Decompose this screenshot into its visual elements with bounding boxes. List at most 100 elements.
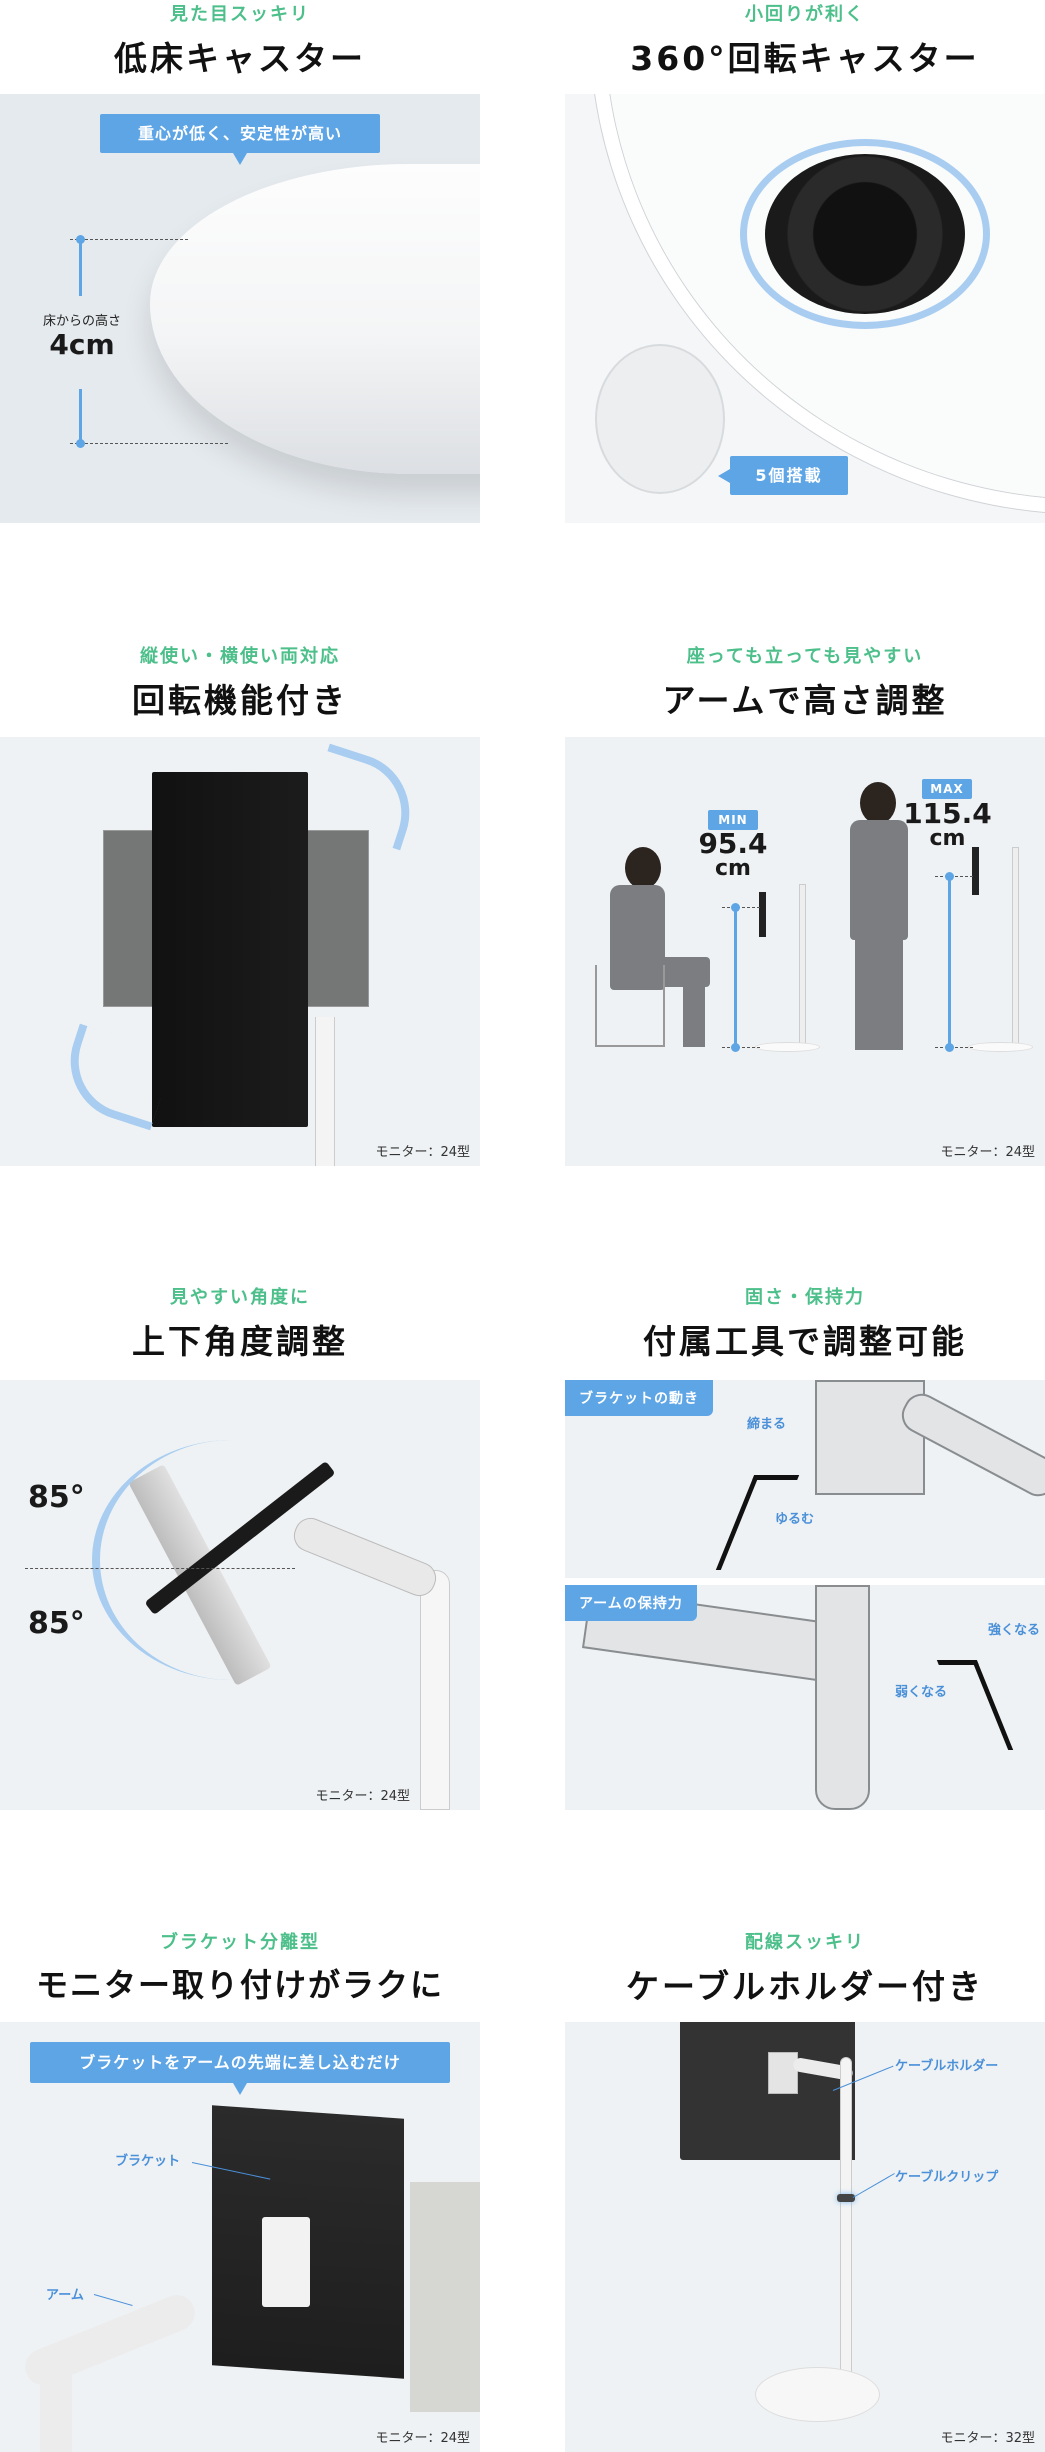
measure-label: 床からの高さ — [42, 314, 121, 329]
monitor-size-note: モニター：24型 — [375, 1145, 470, 1160]
dimension-bottom-guide — [70, 443, 228, 444]
feature-image: ブラケットをアームの先端に差し込むだけ ブラケット アーム モニター：24型 — [0, 2022, 480, 2452]
section-title: 付属工具で調整可能 — [643, 1322, 967, 1361]
max-guide-top — [935, 876, 973, 877]
section-subtitle: 見た目スッキリ — [170, 4, 310, 25]
measure-value: 4cm — [49, 328, 115, 361]
max-height-value: 115.4 — [903, 797, 992, 830]
section-subtitle: 固さ・保持力 — [745, 1287, 865, 1308]
feature-low-caster: 見た目スッキリ 低床キャスター 重心が低く、安定性が高い 床からの高さ 4cm — [0, 0, 480, 530]
arm-holding-panel: アームの保持力 強くなる 弱くなる — [565, 1585, 1045, 1810]
feature-tool-adjust: 固さ・保持力 付属工具で調整可能 ブラケットの動き 締まる ゆるむ アームの保持… — [565, 1283, 1045, 1813]
max-dot-top — [945, 872, 954, 881]
caster-base-illustration — [150, 164, 480, 474]
pole-illustration — [420, 1570, 450, 1810]
stand-min-illustration — [755, 884, 830, 1054]
pole-illustration — [40, 2352, 72, 2452]
caster-wheel-illustration — [765, 154, 965, 314]
min-badge: MIN — [708, 810, 758, 830]
min-dot-top — [731, 903, 740, 912]
max-badge: MAX — [922, 779, 972, 799]
dimension-top-guide — [70, 239, 188, 240]
feature-360-caster: 小回りが利く 360°回転キャスター 5個搭載 — [565, 0, 1045, 530]
max-guide-bottom — [935, 1047, 973, 1048]
section-subtitle: 座っても立っても見やすい — [686, 646, 924, 667]
monitor-portrait-illustration — [152, 772, 308, 1127]
pole-illustration — [815, 1585, 870, 1810]
feature-image: MIN 95.4 cm MAX 115.4 cm モニター：24型 — [565, 737, 1045, 1166]
tighten-label: 締まる — [747, 1417, 787, 1432]
stand-base-illustration — [755, 2367, 880, 2422]
feature-image: 重心が低く、安定性が高い 床からの高さ 4cm — [0, 94, 480, 523]
section-subtitle: 縦使い・横使い両対応 — [140, 646, 340, 667]
monitor-size-note: モニター：24型 — [940, 1145, 1035, 1160]
standing-person-illustration — [850, 782, 910, 1057]
weaker-label: 弱くなる — [895, 1685, 948, 1700]
min-dimension-line — [734, 907, 737, 1047]
dimension-line-bottom — [79, 389, 82, 443]
section-title: モニター取り付けがラクに — [35, 1966, 444, 2004]
monitor-size-note: モニター：24型 — [375, 2431, 470, 2446]
stronger-label: 強くなる — [988, 1623, 1041, 1638]
horizontal-reference-line — [25, 1568, 295, 1569]
min-guide-bottom — [722, 1047, 760, 1048]
section-title: ケーブルホルダー付き — [625, 1967, 985, 2006]
loosen-label: ゆるむ — [775, 1512, 815, 1527]
stand-max-illustration — [968, 847, 1043, 1054]
monitor-back-illustration — [680, 2022, 855, 2160]
min-guide-top — [722, 907, 760, 908]
section-subtitle: 小回りが利く — [745, 4, 865, 25]
callout-badge: ブラケットをアームの先端に差し込むだけ — [30, 2042, 450, 2095]
section-subtitle: 配線スッキリ — [745, 1932, 865, 1953]
hex-key-icon — [936, 1660, 1014, 1750]
bracket-plate-illustration — [815, 1380, 925, 1495]
pole-illustration — [315, 1017, 335, 1166]
section-title: 低床キャスター — [114, 39, 366, 78]
feature-image: モニター：24型 — [0, 737, 480, 1166]
tilt-down-angle: 85° — [28, 1606, 85, 1641]
seated-person-illustration — [595, 847, 715, 1052]
min-dot-bottom — [731, 1043, 740, 1052]
section-subtitle: 見やすい角度に — [170, 1287, 310, 1308]
arm-label: アーム — [46, 2288, 84, 2303]
max-dimension-line — [948, 876, 951, 1047]
section-title: 上下角度調整 — [132, 1322, 348, 1361]
pole-illustration — [840, 2057, 852, 2397]
base-underside-illustration — [595, 344, 725, 494]
arm-holding-tag: アームの保持力 — [565, 1585, 697, 1621]
bracket-plate-illustration — [262, 2217, 310, 2307]
monitor-size-note: モニター：32型 — [940, 2431, 1035, 2446]
tilt-arc-icon — [92, 1440, 232, 1680]
bracket-movement-tag: ブラケットの動き — [565, 1380, 713, 1416]
arm-leader-line — [93, 2294, 133, 2307]
dimension-line-top — [79, 239, 82, 296]
min-height-value: 95.4 — [698, 827, 768, 860]
feature-height-adjust: 座っても立っても見やすい アームで高さ調整 MIN 95. — [565, 642, 1045, 1172]
section-title: 360°回転キャスター — [630, 39, 980, 78]
bracket-movement-panel: ブラケットの動き 締まる ゆるむ — [565, 1380, 1045, 1578]
hand-sleeve-illustration — [410, 2182, 480, 2412]
feature-image: 5個搭載 — [565, 94, 1045, 523]
section-title: 回転機能付き — [132, 681, 348, 720]
callout-badge: 5個搭載 — [718, 456, 848, 495]
tilt-up-angle: 85° — [28, 1480, 85, 1515]
feature-image: 85° 85° モニター：24型 — [0, 1380, 480, 1810]
bracket-label: ブラケット — [115, 2154, 181, 2169]
max-height-unit: cm — [929, 826, 966, 851]
feature-rotation: 縦使い・横使い両対応 回転機能付き モニター：24型 — [0, 642, 480, 1172]
cable-clip-leader-line — [852, 2173, 895, 2198]
section-title: アームで高さ調整 — [662, 681, 948, 720]
arm-illustration — [289, 1513, 441, 1601]
feature-bracket-detach: ブラケット分離型 モニター取り付けがラクに ブラケットをアームの先端に差し込むだ… — [0, 1928, 480, 2452]
rotate-arrow-ring — [740, 139, 990, 329]
dimension-dot-bottom — [76, 439, 85, 448]
cable-holder-label: ケーブルホルダー — [895, 2059, 999, 2074]
min-height-unit: cm — [715, 856, 751, 881]
cable-clip-label: ケーブルクリップ — [895, 2170, 999, 2185]
feature-tilt: 見やすい角度に 上下角度調整 85° 85° モニター：24型 — [0, 1283, 480, 1813]
monitor-size-note: モニター：24型 — [315, 1789, 410, 1804]
section-subtitle: ブラケット分離型 — [160, 1932, 320, 1953]
feature-cable-holder: 配線スッキリ ケーブルホルダー付き ケーブルホルダー ケーブルクリップ モニター… — [565, 1928, 1045, 2452]
vesa-plate-illustration — [768, 2052, 798, 2094]
callout-badge: 重心が低く、安定性が高い — [100, 114, 380, 165]
